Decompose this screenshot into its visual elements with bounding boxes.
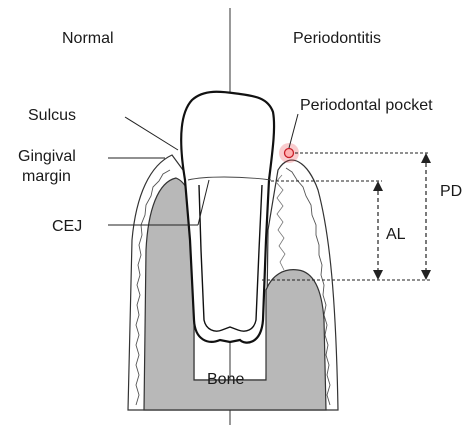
sulcus-leader <box>124 116 179 151</box>
label-sulcus: Sulcus <box>28 107 76 124</box>
tooth-pulp <box>198 184 263 332</box>
pocket-wall <box>275 174 286 271</box>
label-periodontal-pocket: Periodontal pocket <box>300 97 433 114</box>
heading-periodontitis: Periodontitis <box>293 30 381 47</box>
al-arrowhead-bottom <box>373 270 383 280</box>
cej-line <box>187 176 272 181</box>
cej-leader-up <box>197 179 210 226</box>
gum-inner-left <box>135 169 171 406</box>
heading-normal: Normal <box>62 30 114 47</box>
al-arrowhead-top <box>373 181 383 191</box>
label-gingival: Gingival <box>18 148 76 165</box>
label-pd: PD <box>440 183 462 200</box>
pocket-dot <box>283 147 295 159</box>
label-margin: margin <box>22 168 71 185</box>
label-cej: CEJ <box>52 218 82 235</box>
label-bone: Bone <box>207 371 244 388</box>
pd-arrowhead-top <box>421 153 431 163</box>
label-al: AL <box>386 226 406 243</box>
pocket-leader <box>288 113 299 149</box>
pd-arrowhead-bottom <box>421 270 431 280</box>
tooth <box>180 90 276 344</box>
